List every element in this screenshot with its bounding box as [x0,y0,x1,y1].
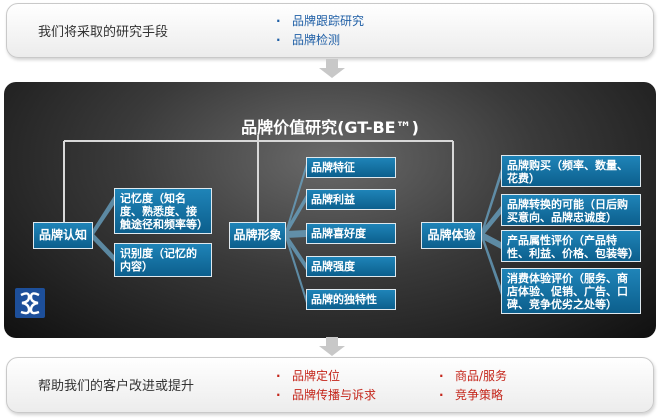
improvement-item: 品牌定位 [276,367,376,386]
brand-experience-box: 品牌体验 [421,222,482,249]
diagram-title: 品牌价值研究(GT-BE™) [241,118,419,137]
top-panel: 我们将采取的研究手段 品牌跟踪研究 品牌检测 [6,3,654,58]
research-methods-list: 品牌跟踪研究 品牌检测 [276,12,364,50]
brand-awareness-box: 品牌认知 [33,222,93,249]
research-methods-title: 我们将采取的研究手段 [38,25,169,40]
brand-image-box: 品牌形象 [229,222,286,249]
down-arrow-icon [319,337,345,356]
brand-preference-box: 品牌喜好度 [306,223,396,244]
improvement-item: 商品/服务 [439,367,507,386]
memory-box: 记忆度（知名度、熟悉度、接触途径和频率等） [114,188,212,234]
improvement-item: 品牌传播与诉求 [276,386,376,405]
improvement-item: 竞争策略 [439,386,507,405]
brand-switch-box: 品牌转换的可能（日后购买意向、品牌忠诚度） [501,194,641,226]
brand-benefit-box: 品牌利益 [306,189,396,210]
product-attribute-box: 产品属性评价（产品特性、利益、价格、包装等） [501,230,641,262]
brand-strength-box: 品牌强度 [306,256,396,277]
down-arrow-icon [319,59,345,78]
brand-trait-box: 品牌特征 [306,157,396,178]
bottom-panel: 帮助我们的客户改进或提升 品牌定位 品牌传播与诉求 商品/服务 竞争策略 [6,357,654,413]
improvement-title: 帮助我们的客户改进或提升 [38,379,195,394]
brand-purchase-box: 品牌购买（频率、数量、花费） [501,155,641,187]
improvement-list-right: 商品/服务 竞争策略 [439,367,507,405]
recognition-box: 识别度（记忆的内容） [114,243,212,277]
company-logo-icon [15,288,45,318]
research-method-item: 品牌检测 [276,31,364,50]
consumption-experience-box: 消费体验评价（服务、商店体验、促销、广告、口碑、竞争优劣之处等） [501,268,641,314]
brand-uniqueness-box: 品牌的独特性 [306,289,396,310]
improvement-list-left: 品牌定位 品牌传播与诉求 [276,367,376,405]
research-method-item: 品牌跟踪研究 [276,12,364,31]
